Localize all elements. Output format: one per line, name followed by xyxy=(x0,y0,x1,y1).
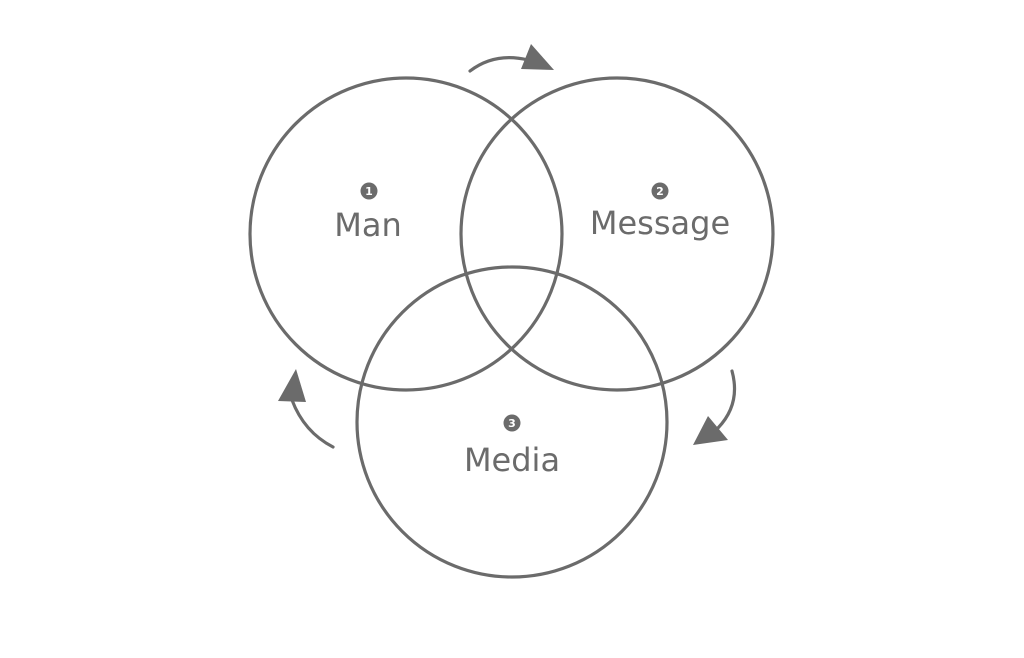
node-man: 1 Man xyxy=(334,182,402,244)
arrow-man-to-message xyxy=(468,44,554,73)
arrow-message-to-media xyxy=(693,369,737,445)
number-badge xyxy=(503,414,521,432)
node-media: 3 Media xyxy=(464,414,560,479)
man-circle xyxy=(248,76,564,392)
media-circle xyxy=(355,265,669,579)
node-message: 2 Message xyxy=(590,182,730,242)
number-badge-text: 2 xyxy=(656,185,664,198)
node-label: Message xyxy=(590,204,730,242)
node-label: Media xyxy=(464,441,560,479)
arrow-head-icon xyxy=(693,416,728,445)
message-circle xyxy=(459,76,775,392)
number-badge xyxy=(651,182,669,200)
node-label: Man xyxy=(334,206,402,244)
arrow-head-icon xyxy=(521,44,554,70)
number-badge-text: 3 xyxy=(508,417,516,430)
number-badge-text: 1 xyxy=(365,185,373,198)
arrow-media-to-man xyxy=(278,369,335,449)
arrow-head-icon xyxy=(278,369,306,402)
number-badge xyxy=(360,182,378,200)
